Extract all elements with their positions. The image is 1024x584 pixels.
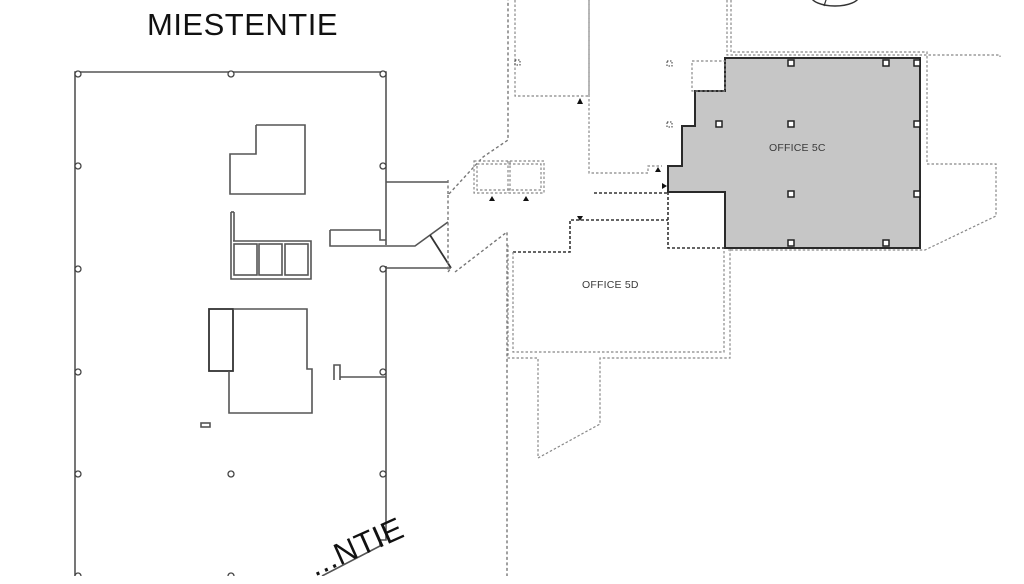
- street-label-top: MIESTENTIE: [147, 7, 339, 42]
- central-corridor: [447, 0, 1001, 576]
- triangle-up-icon: [523, 196, 529, 201]
- triangle-up-icon: [655, 167, 661, 172]
- room-label-office-5c: OFFICE 5C: [769, 142, 826, 154]
- office-5d-room: [507, 245, 731, 460]
- triangle-right-icon: [662, 183, 667, 189]
- compass-icon: [812, 0, 858, 7]
- office-5c-room: [594, 57, 921, 249]
- round-columns: [74, 70, 387, 576]
- square-columns: [666, 59, 921, 247]
- entrance-markers: [489, 98, 667, 221]
- triangle-up-icon: [489, 196, 495, 201]
- triangle-up-icon: [577, 98, 583, 104]
- left-building: [74, 71, 452, 576]
- room-label-office-5d: OFFICE 5D: [582, 279, 639, 291]
- triangle-down-icon: [577, 216, 583, 221]
